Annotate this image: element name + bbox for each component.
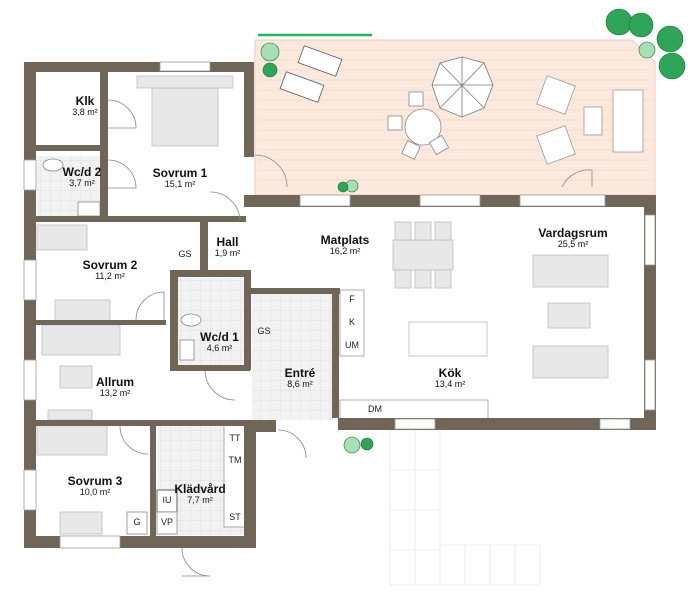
room-sovrum2: Sovrum 2 11,2 m² [70,258,150,282]
room-area: 1,9 m² [214,248,241,259]
room-area: 16,2 m² [329,246,361,257]
room-vardagsrum: Vardagsrum 25,5 m² [533,226,613,250]
room-area: 3,8 m² [72,107,98,118]
room-name: Sovrum 2 [82,258,138,272]
fixture-drying-cabinet: ST [229,512,241,522]
room-entre: Entré 8,6 m² [275,366,325,390]
terrace-lounge-set [536,75,644,165]
room-name: Klk [75,94,95,108]
room-name: Vardagsrum [538,226,608,240]
room-allrum: Allrum 13,2 m² [85,375,145,399]
room-sovrum3: Sovrum 3 10,0 m² [55,474,135,498]
room-name: Wc/d 1 [200,330,239,344]
furniture [36,75,609,535]
windows [23,61,656,549]
room-area: 7,7 m² [187,495,213,506]
room-name: Matplats [320,233,370,247]
room-name: Sovrum 3 [67,474,123,488]
terrace [254,33,656,196]
room-sovrum1: Sovrum 1 15,1 m² [140,166,220,190]
fixture-washer: TM [228,455,242,465]
room-name: Sovrum 1 [152,166,208,180]
sun-loungers [279,45,343,103]
fixture-dryer: TT [229,433,241,443]
fixture-iu: IU [162,495,172,505]
room-area: 25,5 m² [557,239,589,250]
fixture-freezer: K [348,317,355,327]
room-area: 3,7 m² [69,178,95,189]
paving [389,429,541,586]
room-area: 15,1 m² [164,179,196,190]
fixture-water-heater: VP [160,517,173,527]
room-wcd2: Wc/d 2 3,7 m² [52,165,112,189]
room-area: 4,6 m² [206,343,233,354]
parasol [431,56,494,118]
fixture-fridge: F [349,294,355,304]
plants [260,8,686,454]
room-area: 13,4 m² [434,379,466,390]
room-hall: Hall 1,9 m² [205,235,250,259]
room-wcd1: Wc/d 1 4,6 m² [192,330,247,354]
room-area: 13,2 m² [99,388,131,399]
room-matplats: Matplats 16,2 m² [310,233,380,257]
room-name: Hall [216,235,239,249]
room-name: Kök [438,366,462,380]
room-name: Klädvård [174,482,226,496]
fixture-gs-entre: GS [257,326,271,336]
room-kladvard: Klädvård 7,7 m² [165,482,235,506]
room-area: 11,2 m² [95,271,125,282]
terrace-dining-set [387,91,450,160]
door-swings [107,99,307,577]
fixture-dishwasher: DM [368,404,382,414]
room-area: 8,6 m² [287,379,313,390]
room-kok: Kök 13,4 m² [425,366,475,390]
room-name: Entré [284,366,316,380]
fixture-g: G [133,517,141,527]
fixture-gs-hall: GS [178,249,192,259]
room-name: Wc/d 2 [62,165,102,179]
room-name: Allrum [95,375,134,389]
room-klk: Klk 3,8 m² [60,94,110,118]
fixture-oven: UM [345,340,359,350]
room-area: 10,0 m² [79,487,111,498]
